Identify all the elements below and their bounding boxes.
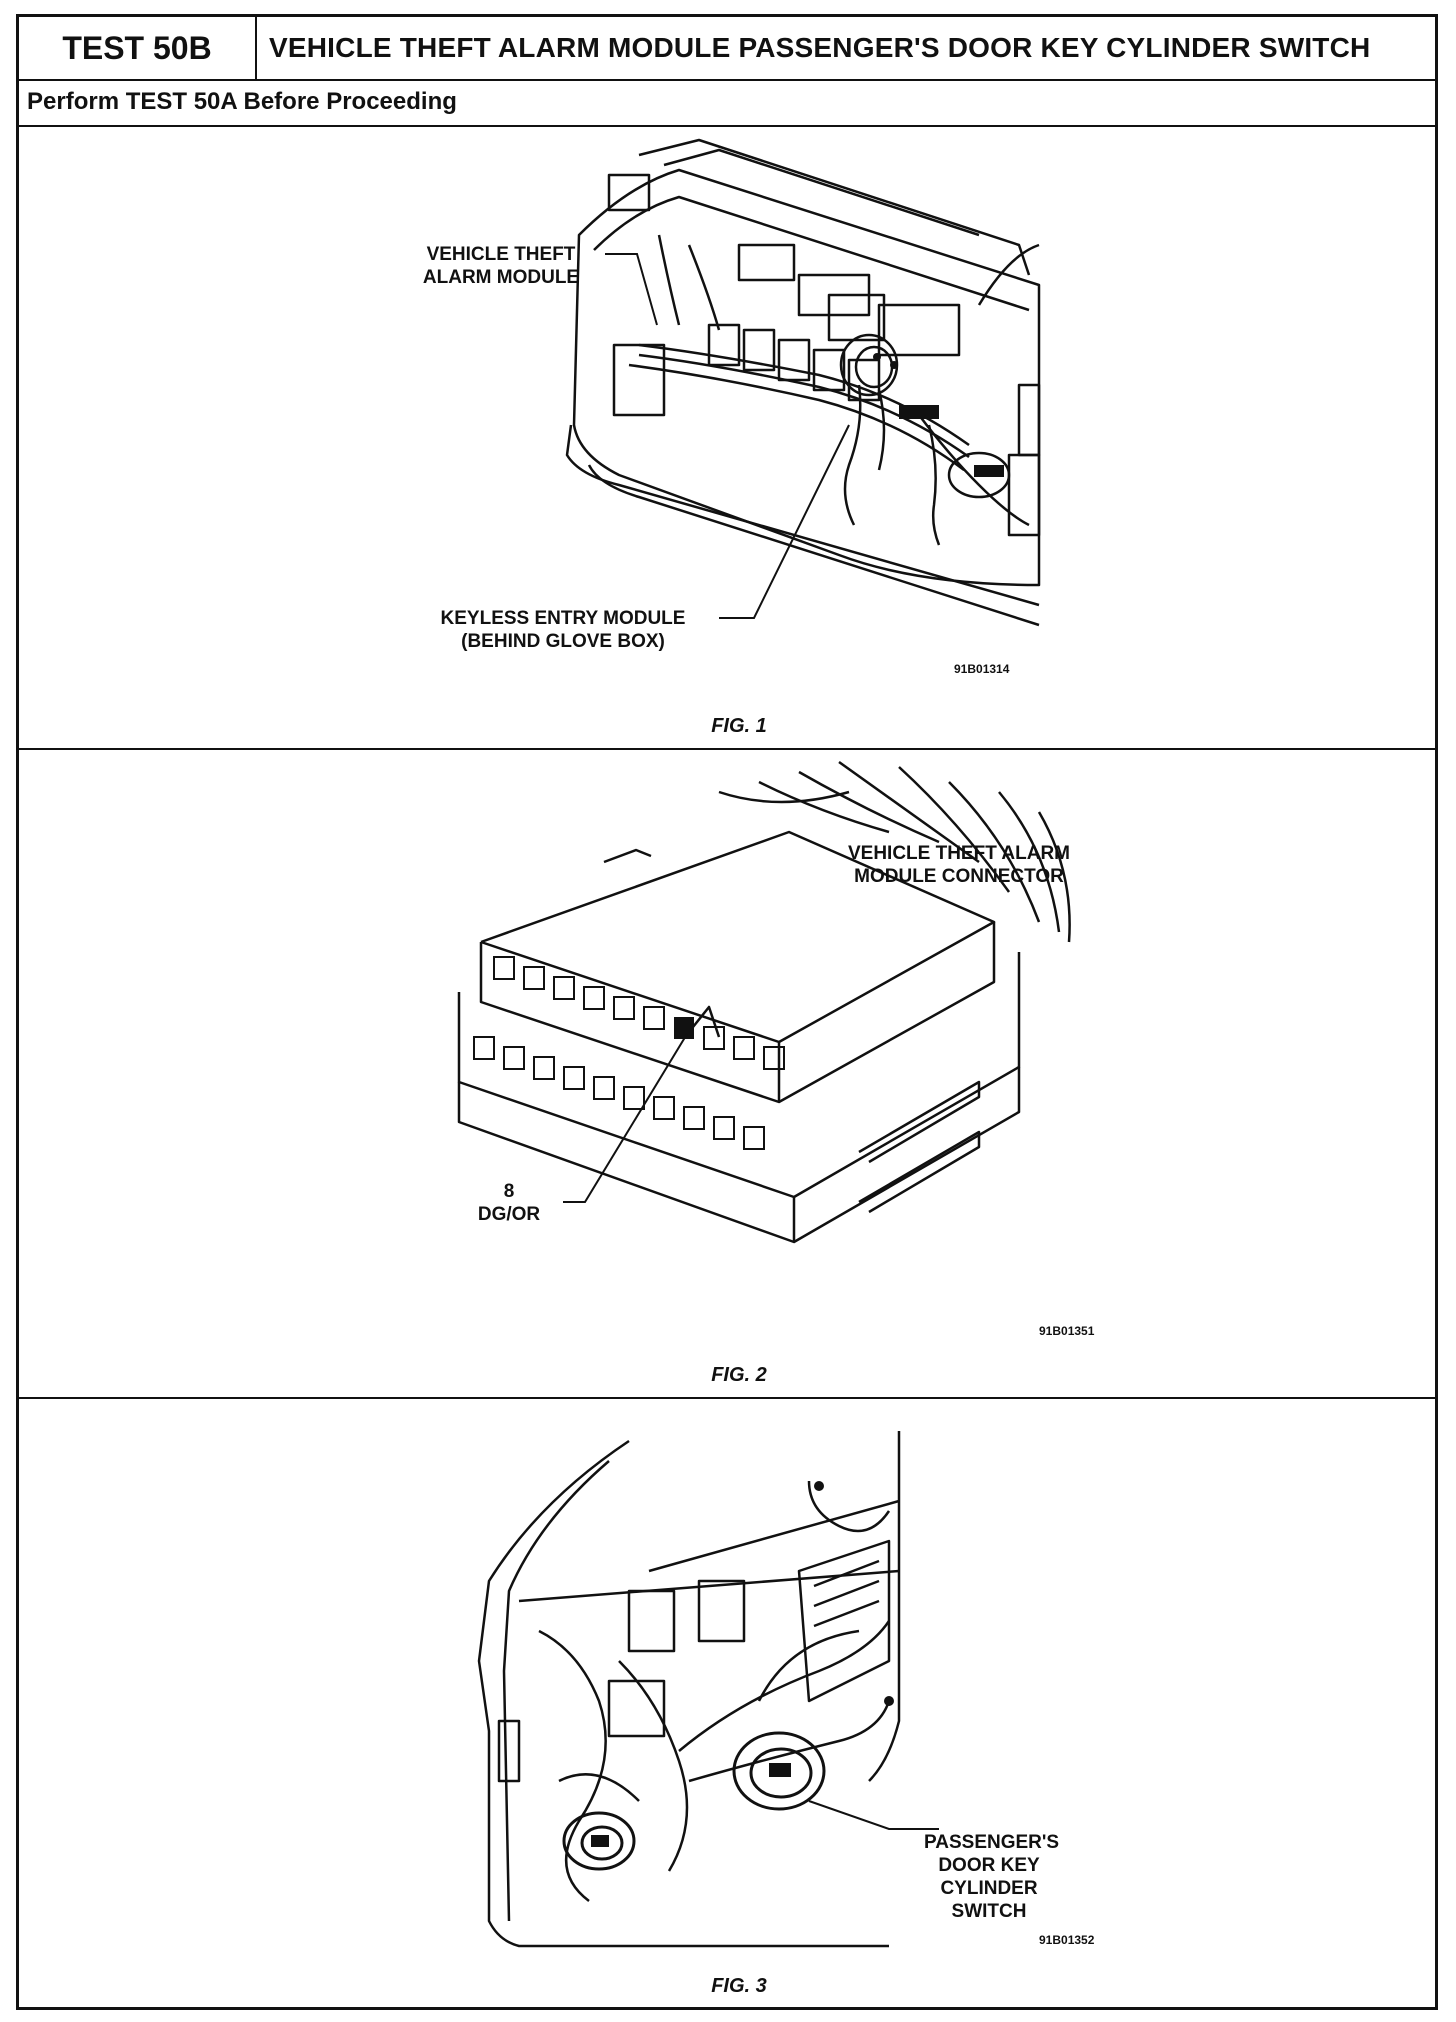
dashboard-wiring-illustration: [565, 138, 1041, 627]
test-title: VEHICLE THEFT ALARM MODULE PASSENGER'S D…: [269, 32, 1371, 63]
connector-illustration: [457, 760, 1071, 1244]
label-line: MODULE CONNECTOR: [854, 866, 1064, 887]
pin-8-cavity: [674, 1017, 694, 1039]
figure-code: 91B01314: [954, 662, 1010, 676]
figure-caption: FIG. 1: [711, 715, 767, 737]
label-line: (BEHIND GLOVE BOX): [461, 631, 665, 652]
label-line: KEYLESS ENTRY MODULE: [440, 608, 686, 629]
pin-label: 8 DG/OR: [459, 1180, 559, 1226]
label-line: SWITCH: [951, 1901, 1027, 1922]
test-sheet: TEST 50B VEHICLE THEFT ALARM MODULE PASS…: [16, 14, 1438, 2010]
door-panel-illustration: [477, 1431, 939, 1948]
label-line: DOOR KEY: [938, 1855, 1040, 1876]
figure-caption: FIG. 2: [711, 1364, 767, 1386]
test-id: TEST 50B: [19, 17, 257, 79]
figure-code: 91B01352: [1039, 1933, 1095, 1947]
pin-wire-color: DG/OR: [477, 1204, 541, 1225]
figure-code: 91B01351: [1039, 1324, 1095, 1338]
label-line: VEHICLE THEFT: [426, 244, 576, 265]
key-cylinder-switch-label: PASSENGER'S DOOR KEY CYLINDER SWITCH: [924, 1831, 1060, 1923]
figure-2-panel: VEHICLE THEFT ALARM MODULE CONNECTOR 8 D…: [19, 752, 1435, 1399]
header-row: TEST 50B VEHICLE THEFT ALARM MODULE PASS…: [19, 17, 1435, 81]
alarm-module-label: VEHICLE THEFT ALARM MODULE: [399, 243, 603, 289]
keyless-entry-label: KEYLESS ENTRY MODULE (BEHIND GLOVE BOX): [409, 607, 717, 653]
label-line: ALARM MODULE: [422, 267, 580, 288]
connector-label: VEHICLE THEFT ALARM MODULE CONNECTOR: [799, 842, 1119, 888]
prerequisite-row: Perform TEST 50A Before Proceeding: [19, 79, 1435, 127]
pin-number: 8: [503, 1181, 515, 1202]
figure-1-panel: VEHICLE THEFT ALARM MODULE KEYLESS ENTRY…: [19, 125, 1435, 750]
label-line: CYLINDER: [940, 1878, 1038, 1899]
prerequisite-note: Perform TEST 50A Before Proceeding: [27, 88, 457, 115]
figure-3-panel: PASSENGER'S DOOR KEY CYLINDER SWITCH 91B…: [19, 1401, 1435, 2007]
figure-caption: FIG. 3: [711, 1975, 767, 1997]
label-line: VEHICLE THEFT ALARM: [847, 843, 1070, 864]
label-line: PASSENGER'S: [924, 1832, 1060, 1853]
